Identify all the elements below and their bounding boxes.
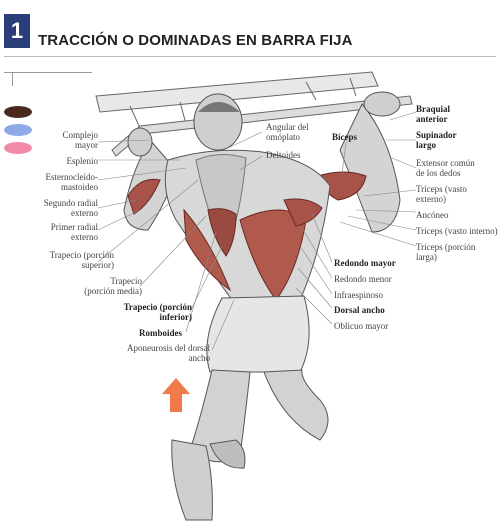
- right-shoe: [209, 439, 246, 469]
- label-segundo-radial-externo: Segundo radial externo: [43, 198, 98, 218]
- label-complejo-mayor: Complejo mayor: [62, 130, 99, 150]
- teres-major-muscle: [283, 198, 323, 227]
- right-leg: [263, 369, 329, 441]
- label-angular-omoplato: Angular del omóplato: [266, 122, 309, 142]
- left-radial-muscles: [127, 178, 161, 215]
- label-triceps-vasto-interno: Tríceps (vasto interno): [416, 226, 498, 236]
- label-braquial-anterior: Braquial anterior: [416, 104, 451, 124]
- right-arm: [339, 91, 401, 233]
- title-divider: [4, 56, 496, 57]
- legend-dot-blue: [4, 124, 32, 136]
- label-infraespinoso: Infraespinoso: [334, 290, 383, 300]
- up-arrow: [162, 378, 190, 412]
- label-supinador-largo: Supinador largo: [416, 130, 457, 150]
- label-trapecio-media: Trapecio (porción media): [84, 276, 142, 296]
- rhomboid-muscle: [207, 208, 237, 257]
- shorts: [206, 295, 310, 373]
- exercise-number-badge: 1: [4, 14, 30, 48]
- label-dorsal-ancho: Dorsal ancho: [334, 305, 385, 315]
- legend-dot-dark: [4, 106, 32, 118]
- label-triceps-vasto-externo: Tríceps (vasto externo): [416, 184, 467, 204]
- page-title: TRACCIÓN O DOMINADAS EN BARRA FIJA: [38, 32, 353, 49]
- latissimus-right: [239, 209, 307, 301]
- pullup-bar: [95, 71, 413, 157]
- label-esternocleidomastoideo: Esternocleido-mastoideo: [45, 172, 98, 192]
- legend-divider-vertical: [12, 72, 13, 86]
- label-oblicuo-mayor: Oblicuo mayor: [334, 321, 389, 331]
- label-deltoides: Deltoides: [266, 150, 301, 160]
- label-esplenio: Esplenio: [66, 156, 99, 166]
- label-primer-radial-externo: Primer radial externo: [50, 222, 98, 242]
- left-shoe: [171, 439, 213, 521]
- legend-dot-pink: [4, 142, 32, 154]
- label-trapecio-inferior: Trapecio (porción inferior): [123, 302, 192, 322]
- label-trapecio-superior: Trapecio (porción superior): [49, 250, 114, 270]
- label-romboides: Romboides: [138, 328, 182, 338]
- label-anconeo: Ancóneo: [416, 210, 449, 220]
- label-redondo-mayor: Redondo mayor: [334, 258, 396, 268]
- label-redondo-menor: Redondo menor: [334, 274, 392, 284]
- leader-lines: [97, 111, 417, 351]
- label-triceps-porcion-larga: Tríceps (porción larga): [416, 242, 476, 262]
- latissimus-left: [183, 208, 232, 292]
- label-biceps: Bíceps: [332, 132, 358, 142]
- label-extensor-comun-dedos: Extensor común de los dedos: [416, 158, 475, 178]
- label-aponeurosis-dorsal-ancho: Aponeurosis del dorsal ancho: [127, 343, 210, 363]
- left-leg: [189, 369, 251, 463]
- legend-divider: [4, 72, 92, 73]
